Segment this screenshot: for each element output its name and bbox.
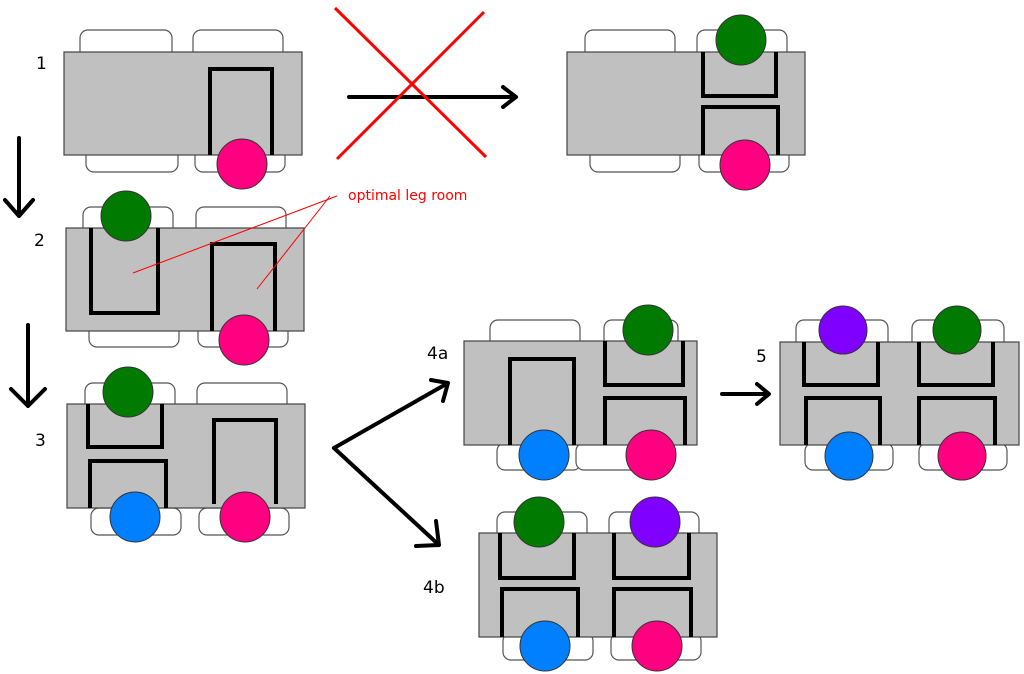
- table: [478, 532, 718, 638]
- config-rejected: [566, 14, 806, 191]
- person-green: [932, 305, 982, 355]
- legs-outline: [917, 342, 995, 387]
- legs-outline: [917, 396, 997, 445]
- person-blue: [518, 429, 570, 481]
- annotation-label: optimal leg room: [348, 188, 467, 204]
- person-green: [100, 190, 152, 242]
- cross-out-line: [333, 6, 488, 159]
- legs-outline: [89, 228, 160, 315]
- legs-outline: [802, 342, 880, 387]
- legs-outline: [500, 587, 580, 637]
- legs-outline: [804, 396, 882, 445]
- step-label: 4b: [423, 578, 445, 598]
- person-purple: [818, 305, 868, 355]
- table: [463, 340, 698, 446]
- config-step-5: 5: [756, 305, 1020, 481]
- step-label: 3: [35, 431, 46, 451]
- person-blue: [824, 431, 874, 481]
- legs-outline: [603, 396, 687, 445]
- person-purple: [629, 496, 681, 548]
- legs-outline: [612, 587, 693, 637]
- person-pink: [218, 314, 270, 366]
- person-green: [513, 496, 565, 548]
- person-blue: [109, 491, 161, 543]
- annotation-pointer: [256, 195, 331, 290]
- legs-outline: [88, 459, 168, 508]
- person-green: [715, 14, 767, 66]
- cross-out-line: [335, 10, 486, 161]
- arrow-up-right-icon: [332, 378, 450, 450]
- person-blue: [519, 620, 571, 672]
- person-pink: [216, 138, 268, 190]
- config-step-3: 3: [35, 366, 306, 543]
- config-step-4b: 4b: [423, 496, 718, 672]
- legs-outline: [701, 105, 780, 155]
- step-label: 4a: [427, 344, 448, 364]
- person-pink: [631, 620, 683, 672]
- legs-outline: [498, 533, 576, 580]
- person-pink: [937, 431, 987, 481]
- annotation-pointer: [132, 195, 338, 274]
- arrow-down-icon: [9, 323, 47, 408]
- config-step-2: 2: [34, 190, 305, 366]
- arrow-right-icon: [347, 85, 518, 109]
- arrow-down-icon: [3, 136, 35, 218]
- config-step-1: 1: [36, 29, 303, 190]
- table: [779, 341, 1020, 446]
- config-step-4a: 4a: [427, 304, 698, 481]
- step-label: 1: [36, 54, 47, 74]
- legs-outline: [212, 418, 278, 504]
- person-pink: [719, 139, 771, 191]
- person-green: [102, 366, 154, 418]
- legs-outline: [210, 242, 277, 331]
- rejected-transition: [333, 6, 518, 161]
- legs-outline: [603, 341, 685, 387]
- legs-outline: [508, 357, 576, 445]
- person-pink: [625, 429, 677, 481]
- step-label: 5: [756, 347, 767, 367]
- legs-outline: [612, 533, 691, 580]
- legs-outline: [86, 404, 164, 449]
- leg-room-annotation: optimal leg room: [132, 188, 467, 290]
- legs-outline: [701, 52, 778, 98]
- person-pink: [219, 491, 271, 543]
- table: [566, 51, 806, 156]
- arrow-right-icon: [720, 382, 771, 406]
- branch-arrows: [332, 378, 450, 548]
- arrow-down-right-icon: [332, 446, 441, 548]
- step-label: 2: [34, 231, 45, 251]
- legs-outline: [208, 67, 274, 155]
- person-green: [622, 304, 674, 356]
